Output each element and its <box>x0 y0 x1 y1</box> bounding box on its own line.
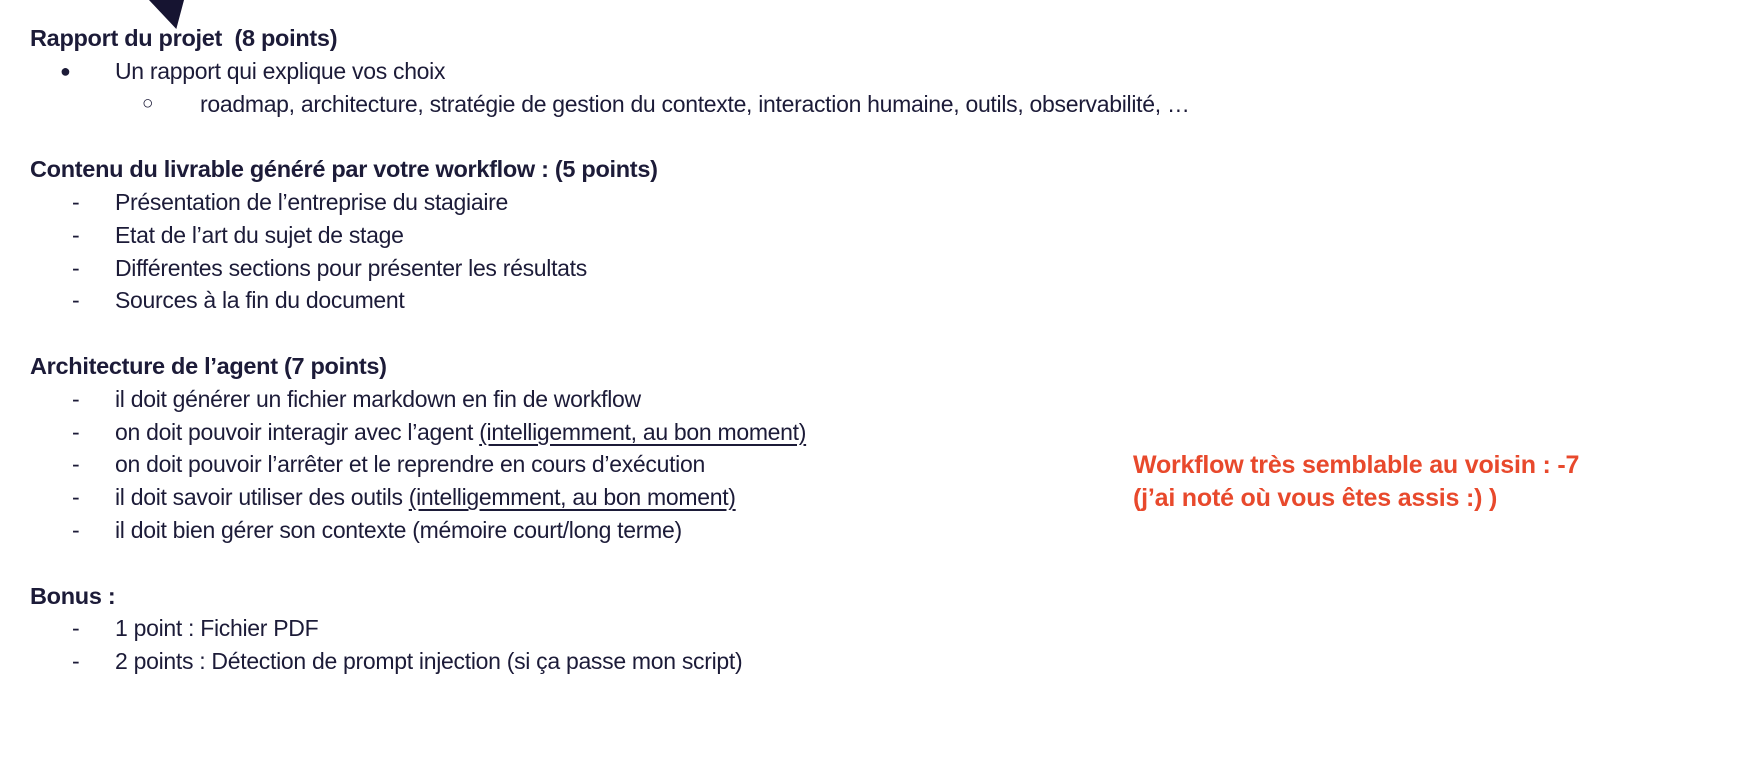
list-item: - on doit pouvoir interagir avec l’agent… <box>30 416 1590 449</box>
underlined-text: (intelligemment, au bon moment) <box>408 484 736 511</box>
list-item-text: 2 points : Détection de prompt injection… <box>115 648 743 675</box>
dash-bullet-icon: - <box>72 418 80 445</box>
list-item: - 1 point : Fichier PDF <box>30 612 1590 645</box>
list-item: ○ roadmap, architecture, stratégie de ge… <box>30 88 1590 121</box>
grader-annotation: Workflow très semblable au voisin : -7 (… <box>1133 449 1579 515</box>
dash-bullet-icon: - <box>72 254 80 281</box>
list-item-text: Etat de l’art du sujet de stage <box>115 221 404 248</box>
heading-text: Rapport du projet (8 points) <box>30 25 338 51</box>
list-item-text: on doit pouvoir l’arrêter et le reprendr… <box>115 451 705 478</box>
list-item-text: on doit pouvoir interagir avec l’agent <box>115 418 480 445</box>
dash-bullet-icon: - <box>72 648 80 675</box>
list-item-text: Différentes sections pour présenter les … <box>115 254 587 281</box>
section-gap <box>30 317 1590 350</box>
list-item: - il doit bien gérer son contexte (mémoi… <box>30 514 1590 547</box>
list-item: - il doit savoir utiliser des outils (in… <box>30 481 1590 514</box>
list-item-text: il doit générer un fichier markdown en f… <box>115 385 641 412</box>
heading-text: Contenu du livrable généré par votre wor… <box>30 156 658 183</box>
rubric-content: Rapport du projet (8 points) ● Un rappor… <box>30 22 1590 678</box>
disc-bullet-icon: ● <box>60 60 71 81</box>
list-item-text: il doit savoir utiliser des outils <box>115 484 409 511</box>
list-item-text: 1 point : Fichier PDF <box>115 615 319 642</box>
dash-bullet-icon: - <box>72 221 80 248</box>
dash-bullet-icon: - <box>72 615 80 642</box>
list-item-text: il doit bien gérer son contexte (mémoire… <box>115 516 682 543</box>
dash-bullet-icon: - <box>72 188 80 215</box>
annotation-line-2: (j’ai noté où vous êtes assis :) ) <box>1133 484 1498 512</box>
list-item-text: Présentation de l’entreprise du stagiair… <box>115 188 508 215</box>
dash-bullet-icon: - <box>72 385 80 412</box>
dash-bullet-icon: - <box>72 516 80 543</box>
heading-text: Bonus : <box>30 582 116 609</box>
heading-text: Architecture de l’agent (7 points) <box>30 352 387 379</box>
dash-bullet-icon: - <box>72 287 80 314</box>
annotation-line-1: Workflow très semblable au voisin : -7 <box>1133 451 1580 479</box>
section-gap <box>30 547 1590 580</box>
list-item: - Etat de l’art du sujet de stage <box>30 219 1590 252</box>
list-item-text: Un rapport qui explique vos choix <box>115 57 446 84</box>
list-item-text: roadmap, architecture, stratégie de gest… <box>200 90 1190 117</box>
list-item: - Présentation de l’entreprise du stagia… <box>30 186 1590 219</box>
section-gap <box>30 120 1590 153</box>
list-item: - on doit pouvoir l’arrêter et le repren… <box>30 448 1590 481</box>
section-heading-rapport: Rapport du projet (8 points) <box>30 22 1590 55</box>
circle-bullet-icon: ○ <box>142 92 154 114</box>
dash-bullet-icon: - <box>72 451 80 478</box>
section-heading-architecture: Architecture de l’agent (7 points) <box>30 350 1590 383</box>
list-item: - il doit générer un fichier markdown en… <box>30 383 1590 416</box>
section-heading-contenu: Contenu du livrable généré par votre wor… <box>30 153 1590 186</box>
list-item: - 2 points : Détection de prompt injecti… <box>30 645 1590 678</box>
section-heading-bonus: Bonus : <box>30 580 1590 613</box>
list-item: ● Un rapport qui explique vos choix <box>30 55 1590 88</box>
list-item: - Sources à la fin du document <box>30 284 1590 317</box>
list-item: - Différentes sections pour présenter le… <box>30 252 1590 285</box>
list-item-text: Sources à la fin du document <box>115 287 405 314</box>
dash-bullet-icon: - <box>72 484 80 511</box>
underlined-text: (intelligemment, au bon moment) <box>479 418 807 445</box>
